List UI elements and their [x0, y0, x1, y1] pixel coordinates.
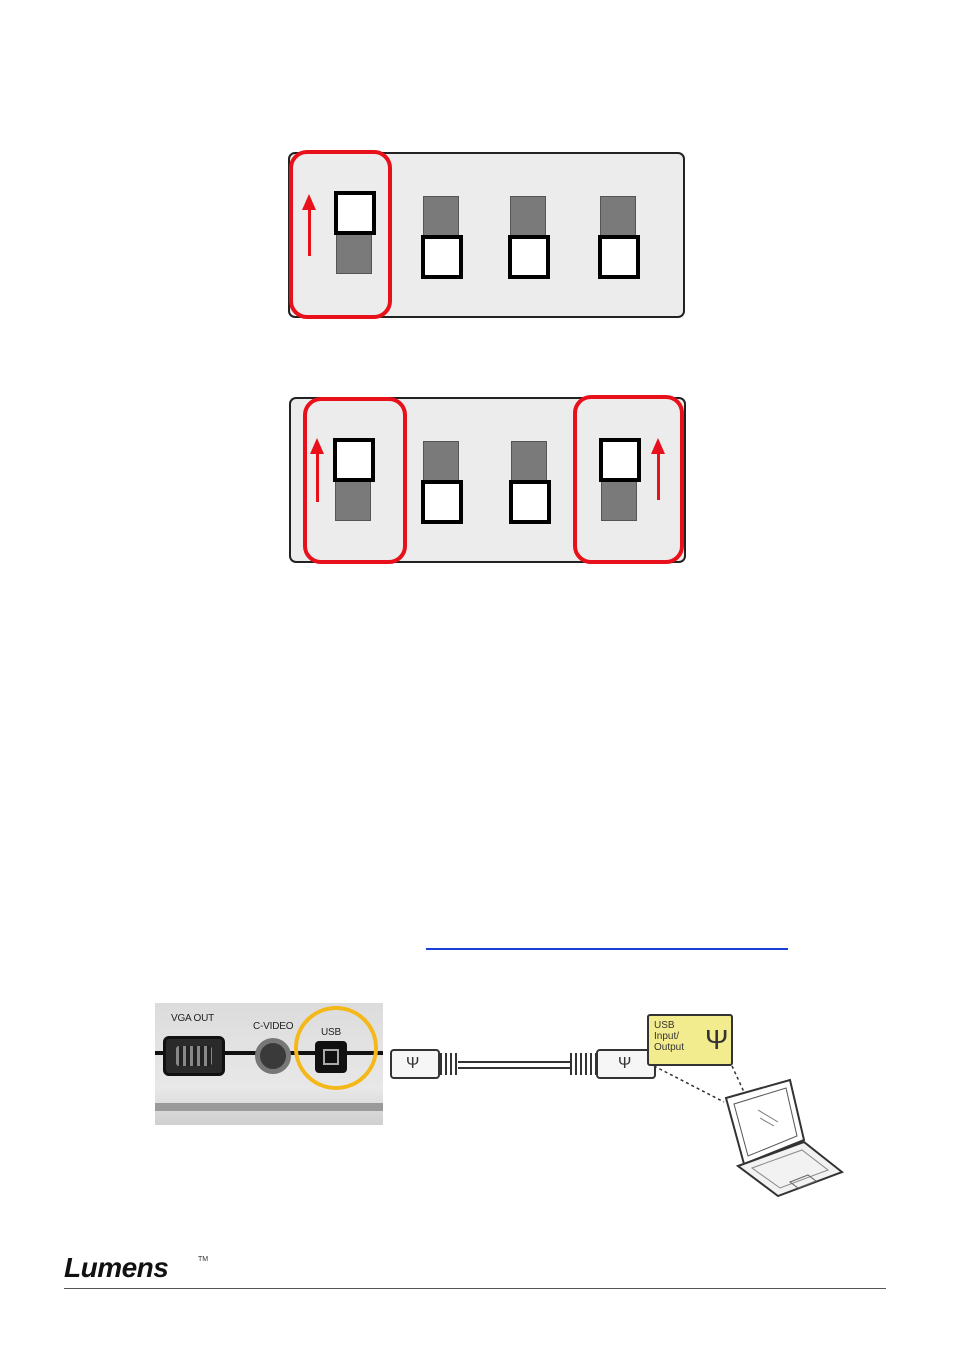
- switch-knob: [508, 235, 550, 279]
- switch-knob: [599, 438, 641, 482]
- dip-switch-3: [509, 441, 551, 524]
- usb-input-output-tag: USB Input/ Output Ψ: [647, 1014, 733, 1066]
- switch-knob: [421, 235, 463, 279]
- highlight-switch-1: [303, 397, 407, 564]
- lumens-logo: Lumens: [64, 1252, 169, 1283]
- plug-grip: [570, 1053, 596, 1075]
- dip-switch-2: [421, 196, 463, 279]
- usb-a-plug-icon: Ψ: [596, 1049, 656, 1079]
- plug-grip: [440, 1053, 458, 1075]
- hyperlink-underline[interactable]: [426, 948, 788, 950]
- usb-b-plug-icon: Ψ: [390, 1049, 440, 1079]
- vga-port-icon: [163, 1036, 225, 1076]
- switch-knob: [509, 480, 551, 524]
- switch-knob: [333, 438, 375, 482]
- dip-switch-3: [508, 196, 550, 279]
- footer-rule: [64, 1288, 886, 1289]
- vga-out-label: VGA OUT: [171, 1013, 215, 1024]
- c-video-label: C-VIDEO: [253, 1021, 294, 1032]
- dip-switch-1: [334, 191, 376, 274]
- highlight-switch-1: [289, 150, 392, 319]
- highlight-switch-4: [573, 395, 684, 564]
- panel-base: [155, 1103, 383, 1111]
- up-arrow-icon: [310, 438, 324, 502]
- dip-switch-panel-1: [288, 152, 685, 318]
- up-arrow-icon: [302, 194, 316, 256]
- usb-trident-icon: Ψ: [705, 1024, 729, 1055]
- switch-knob: [421, 480, 463, 524]
- usb-port-highlight: [294, 1006, 378, 1090]
- rca-port-icon: [255, 1038, 291, 1074]
- usb-symbol-icon: Ψ: [618, 1055, 632, 1072]
- usb-tag-label: USB Input/ Output: [654, 1020, 685, 1053]
- dip-switch-4: [598, 196, 640, 279]
- usb-symbol-icon: Ψ: [406, 1055, 420, 1072]
- dip-switch-1: [333, 438, 375, 521]
- laptop-illustration: [653, 1065, 845, 1198]
- switch-knob: [334, 191, 376, 235]
- up-arrow-icon: [651, 438, 665, 500]
- dip-switch-4: [599, 438, 641, 521]
- dip-switch-2: [421, 441, 463, 524]
- trademark-mark: TM: [198, 1256, 209, 1263]
- switch-knob: [598, 235, 640, 279]
- usb-cable: [458, 1061, 570, 1069]
- dip-switch-panel-2: [289, 397, 686, 563]
